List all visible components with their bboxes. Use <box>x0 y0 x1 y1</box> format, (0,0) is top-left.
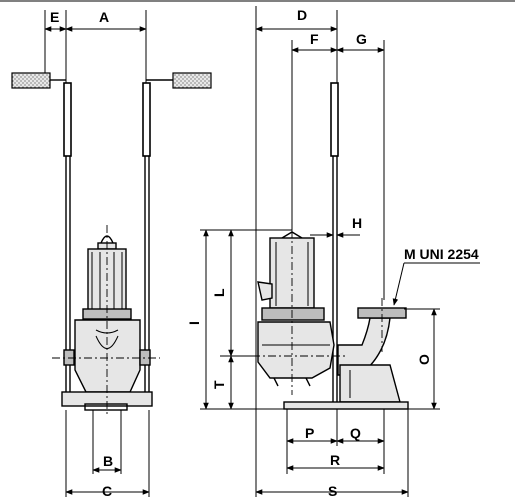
dim-label-C: C <box>102 483 112 497</box>
dim-label-P: P <box>305 425 314 441</box>
dim-label-O: O <box>416 354 432 365</box>
front-view: E A <box>11 9 212 497</box>
dim-label-H: H <box>352 215 362 231</box>
dim-label-B: B <box>103 453 113 469</box>
dim-label-Q: Q <box>350 425 361 441</box>
dim-label-I: I <box>186 321 202 325</box>
side-view: D F G H <box>186 6 480 497</box>
dim-label-E: E <box>50 9 59 25</box>
dim-label-G: G <box>356 31 367 47</box>
dim-label-R: R <box>330 452 340 468</box>
dim-label-S: S <box>328 483 337 497</box>
dim-label-D: D <box>297 7 307 23</box>
dim-label-L: L <box>211 288 227 297</box>
dim-label-T: T <box>211 380 227 389</box>
dim-label-F: F <box>310 31 319 47</box>
dim-label-A: A <box>99 9 109 25</box>
flange-note: M UNI 2254 <box>404 246 479 262</box>
